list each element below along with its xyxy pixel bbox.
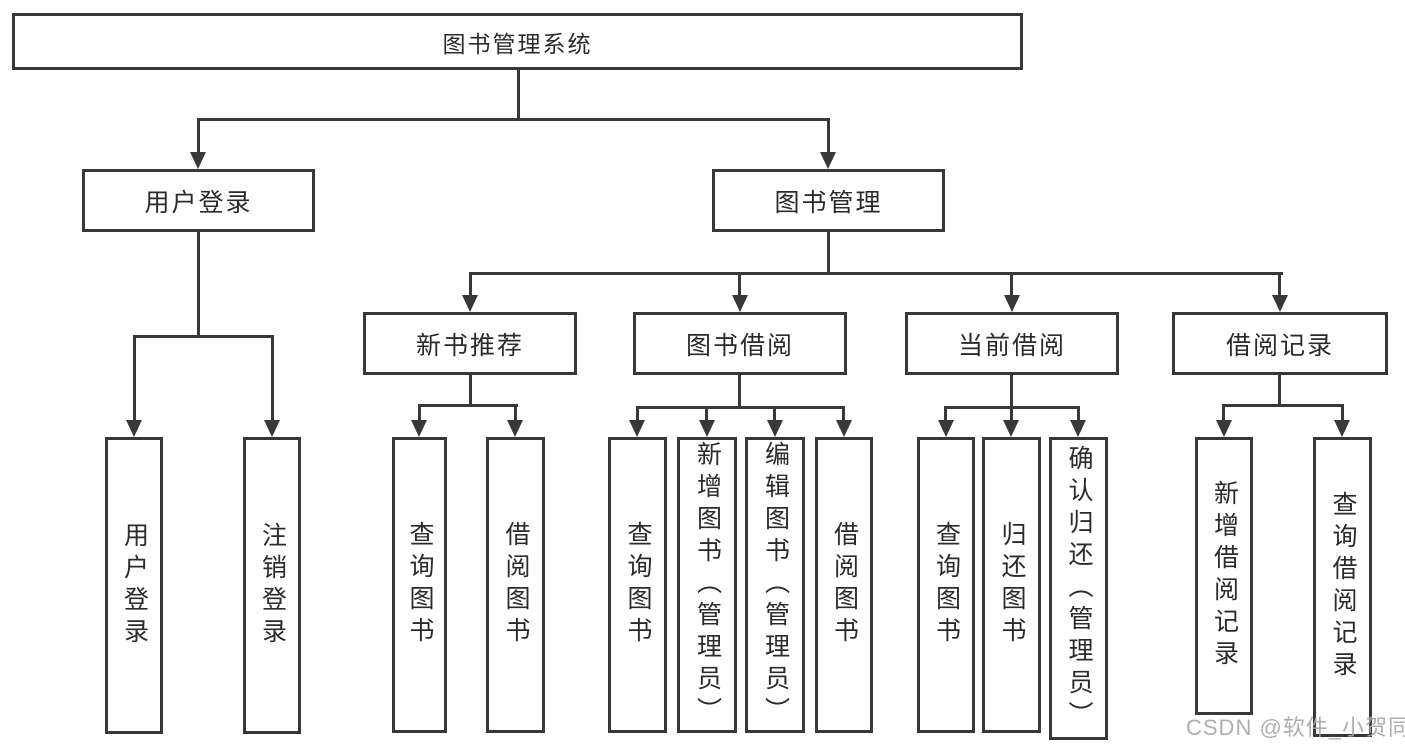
connector-current-borrow-stem: [1010, 375, 1013, 409]
connector-current-borrow-drop: [1010, 272, 1013, 298]
connector-user-login-child1-drop: [133, 335, 136, 423]
arrow-down-icon: [767, 420, 783, 437]
connector-new-book-stem: [469, 375, 472, 407]
arrow-down-icon: [1004, 295, 1020, 312]
leaf-borrow-books-recommend: 借阅图书: [486, 437, 545, 733]
node-book-management-branch: 图书管理: [712, 169, 945, 232]
leaf-query-borrow-record: 查询借阅记录: [1313, 437, 1372, 737]
connector-new-book-drop: [469, 272, 472, 298]
arrow-down-icon: [1334, 420, 1350, 437]
arrow-down-icon: [820, 152, 836, 169]
leaf-query-books-current: 查询图书: [917, 437, 975, 733]
connector-level2-rail: [197, 118, 830, 121]
arrow-down-icon: [1003, 420, 1019, 437]
connector-level3-rail: [469, 272, 1283, 275]
connector-book-borrow-drop: [738, 272, 741, 298]
connector-borrow-records-stem: [1278, 375, 1281, 407]
leaf-borrow-books-borrowing: 借阅图书: [815, 437, 873, 733]
connector-drop: [636, 406, 639, 422]
arrow-down-icon: [1070, 420, 1086, 437]
leaf-query-books-borrowing: 查询图书: [608, 437, 667, 733]
connector-drop: [1341, 404, 1344, 422]
arrow-down-icon: [462, 295, 478, 312]
connector-drop: [418, 404, 421, 422]
leaf-edit-books-admin: 编辑图书（管理员）: [745, 437, 805, 733]
leaf-query-books-recommend: 查询图书: [392, 437, 447, 733]
connector-book-borrow-rail: [636, 406, 845, 409]
arrow-down-icon: [629, 420, 645, 437]
connector-drop: [705, 406, 708, 422]
arrow-down-icon: [507, 420, 523, 437]
leaf-add-borrow-record: 新增借阅记录: [1195, 437, 1253, 715]
node-borrowing-records: 借阅记录: [1172, 312, 1388, 375]
arrow-down-icon: [699, 420, 715, 437]
leaf-return-books: 归还图书: [982, 437, 1041, 733]
leaf-logout-login: 注销登录: [243, 437, 301, 734]
arrow-down-icon: [1216, 420, 1232, 437]
node-book-borrowing: 图书借阅: [633, 312, 847, 375]
node-new-book-recommendation: 新书推荐: [363, 312, 577, 375]
connector-drop: [1222, 404, 1225, 422]
node-current-borrowing: 当前借阅: [905, 312, 1119, 375]
connector-borrow-records-drop: [1278, 272, 1281, 298]
leaf-confirm-return-admin: 确认归还（管理员）: [1049, 437, 1108, 740]
arrow-down-icon: [732, 295, 748, 312]
node-library-management-system: 图书管理系统: [12, 13, 1023, 70]
connector-user-login-child2-drop: [271, 335, 274, 423]
connector-new-book-rail: [418, 404, 518, 407]
leaf-add-books-admin: 新增图书（管理员）: [677, 437, 737, 733]
csdn-watermark: CSDN @软件_小贺同学: [1186, 715, 1405, 740]
arrow-down-icon: [1272, 295, 1288, 312]
arrow-down-icon: [938, 420, 954, 437]
connector-drop: [944, 406, 947, 422]
arrow-down-icon: [126, 420, 142, 437]
connector-user-login-drop: [197, 118, 200, 154]
leaf-user-login: 用户登录: [105, 437, 163, 734]
connector-book-mgmt-drop: [827, 118, 830, 154]
arrow-down-icon: [264, 420, 280, 437]
connector-drop: [1077, 406, 1080, 422]
arrow-down-icon: [836, 420, 852, 437]
connector-book-borrow-stem: [738, 375, 741, 409]
connector-book-mgmt-stem: [827, 232, 830, 275]
connector-borrow-records-rail: [1222, 404, 1344, 407]
node-user-login-branch: 用户登录: [82, 169, 315, 232]
connector-drop: [514, 404, 517, 422]
connector-drop: [842, 406, 845, 422]
connector-drop: [773, 406, 776, 422]
connector-root-stem: [517, 69, 520, 121]
connector-user-login-stem: [197, 232, 200, 338]
arrow-down-icon: [190, 152, 206, 169]
connector-drop: [1010, 406, 1013, 422]
connector-user-login-rail: [133, 335, 274, 338]
arrow-down-icon: [411, 420, 427, 437]
